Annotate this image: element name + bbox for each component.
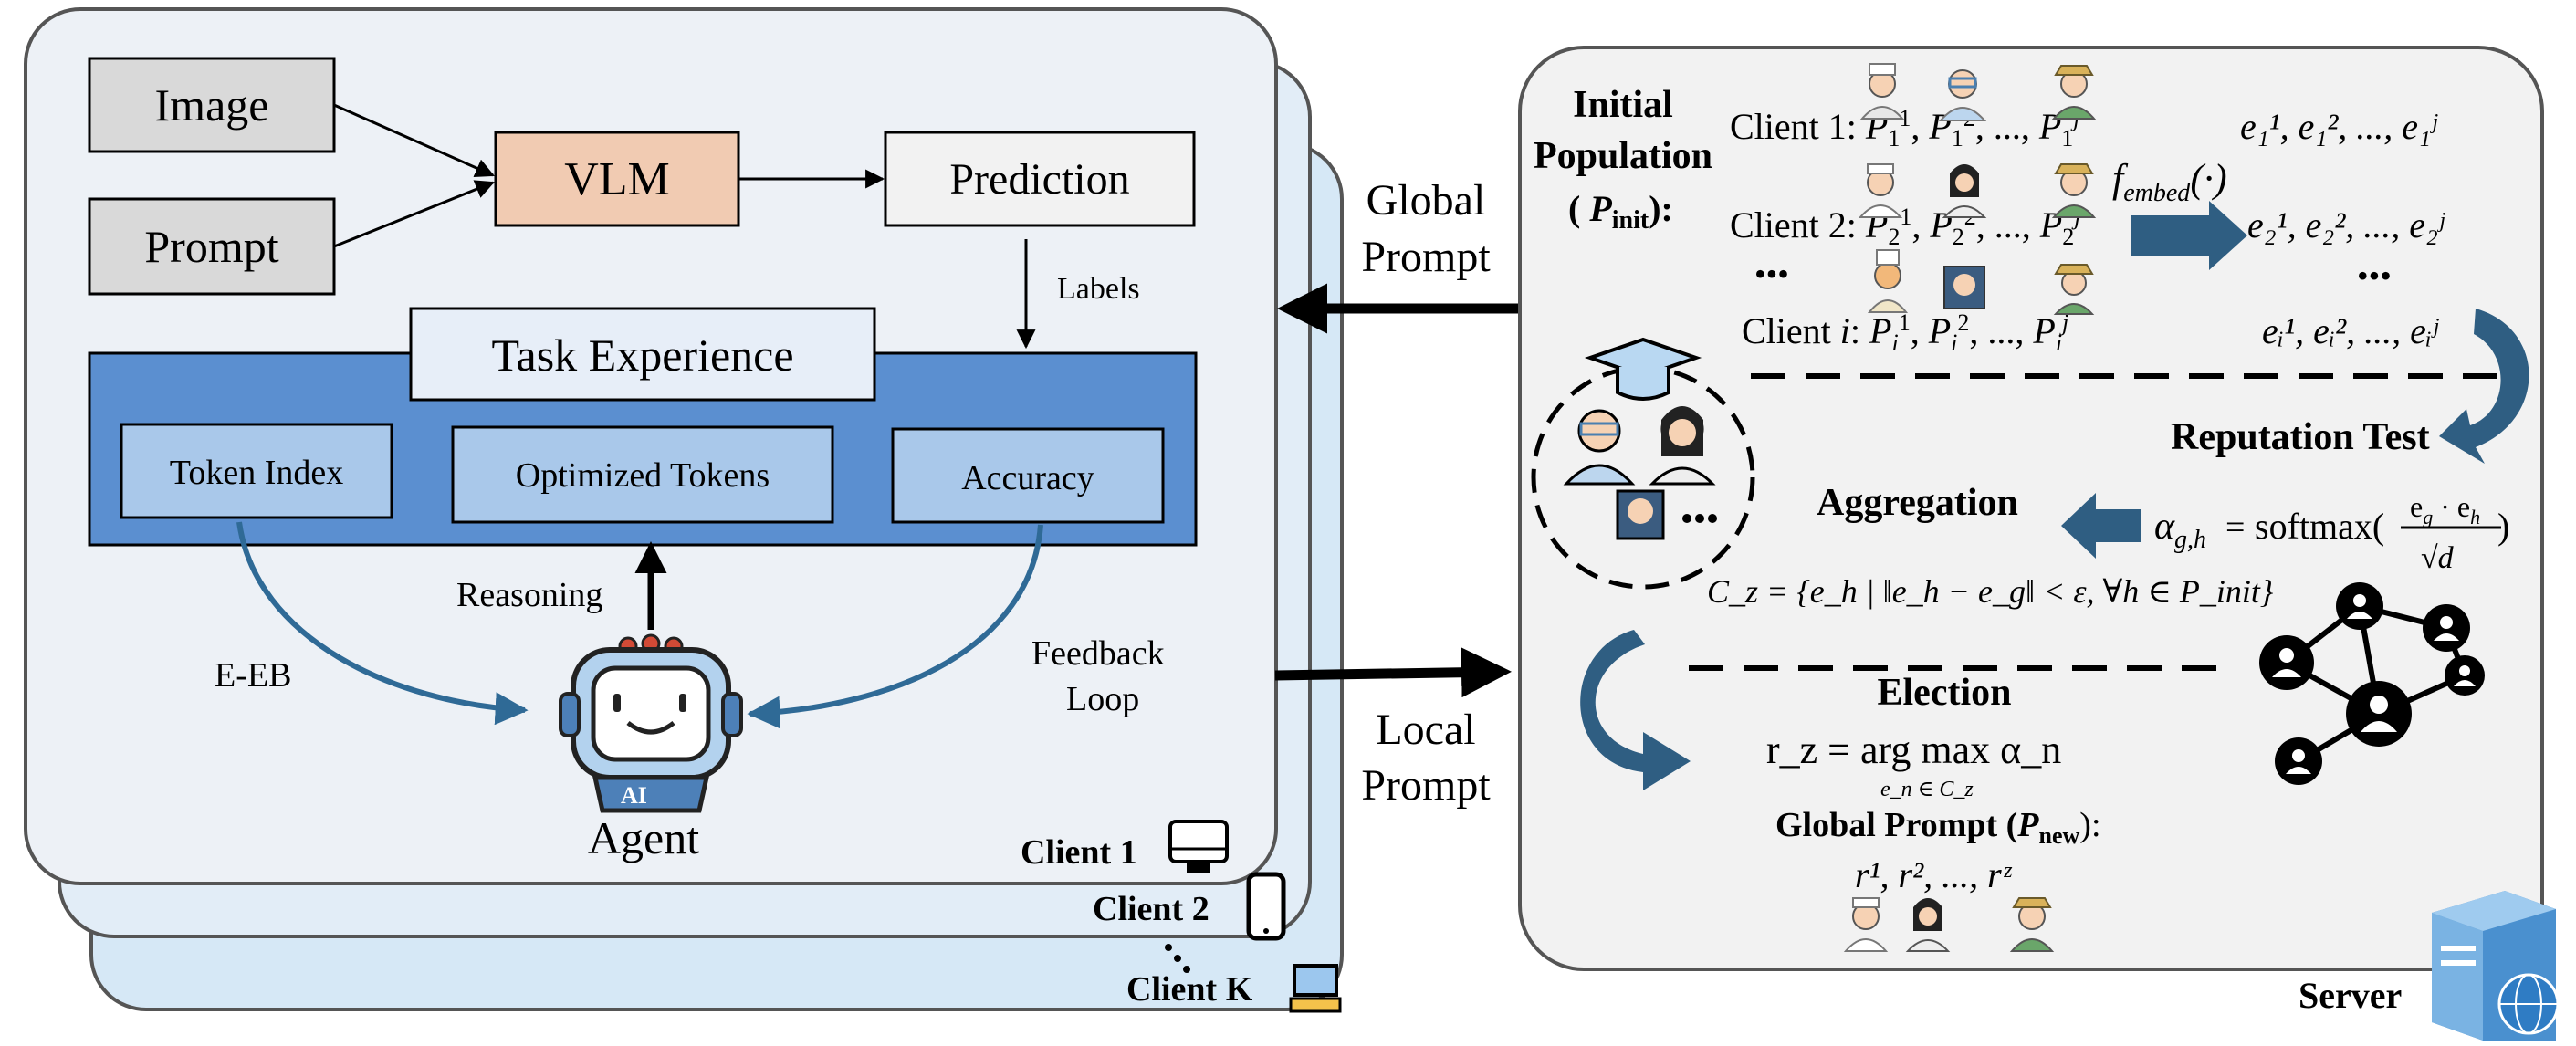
vlm-box: [494, 131, 740, 227]
local-prompt-label-2: Prompt: [1361, 761, 1491, 810]
prompt-box: [88, 197, 336, 296]
desktop-icon: [1168, 820, 1229, 873]
server-label: Server: [2299, 975, 2402, 1016]
client-1-label: Client 1: [1021, 833, 1137, 872]
initial-population-label-2: Population: [1534, 135, 1712, 177]
vertical-ellipsis: [1165, 944, 1190, 973]
prediction-label: Prediction: [949, 155, 1129, 204]
persona-icons: [1858, 63, 2097, 315]
computer-icon: [1289, 964, 1342, 1013]
phone-icon: [1246, 872, 1286, 941]
aggregation-arrow: [2061, 493, 2141, 559]
server-icon: [2432, 891, 2560, 1041]
embedding-row-1: e₁¹, e₁², ..., e₁ʲ: [2240, 106, 2438, 147]
global-prompt-label-2: Prompt: [1361, 233, 1491, 281]
accuracy-label: Accuracy: [961, 459, 1094, 497]
p-init-label: ( Pinit):: [1568, 188, 1673, 235]
expert-group-icon: [1531, 337, 1755, 590]
optimized-tokens-label: Optimized Tokens: [516, 456, 770, 495]
vlm-label: VLM: [564, 153, 670, 205]
svg-text:softmax(: softmax(: [2255, 506, 2384, 547]
f-embed-label: fembed(·): [2112, 156, 2227, 207]
client-k-label: Client K: [1126, 970, 1253, 1009]
prediction-box: [884, 131, 1196, 227]
client-2-label: Client 2: [1093, 890, 1209, 928]
client-rows-ellipsis: •••: [1754, 256, 1789, 292]
agent-label: Agent: [588, 812, 699, 863]
reasoning-label: Reasoning: [456, 576, 602, 614]
election-curve-arrow: [1580, 630, 1691, 790]
network-nodes: [2259, 582, 2485, 785]
loop-label: Loop: [1066, 680, 1139, 718]
eeb-curve-arrow: [236, 521, 529, 726]
reputation-test-label: Reputation Test: [2171, 416, 2430, 458]
agent-robot-icon: AI: [559, 633, 743, 813]
task-experience-title-box: [409, 307, 876, 402]
feedback-label: Feedback: [1031, 634, 1165, 673]
client-row-i: Client i: Pi1, Pi2, ..., Pij: [1742, 309, 2068, 356]
optimized-tokens-box: [451, 425, 834, 524]
aggregation-label: Aggregation: [1817, 482, 2018, 524]
embed-arrow: [2131, 201, 2247, 270]
alpha-formula: αg,h = softmax( eg · eh √d ): [2154, 490, 2509, 575]
global-prompt-label: Global: [1367, 176, 1486, 225]
token-index-label: Token Index: [170, 454, 343, 492]
prompt-label: Prompt: [144, 221, 278, 272]
result-persona-icons: [1843, 897, 2055, 952]
feedback-curve-arrow: [747, 524, 1043, 729]
client-row-1: Client 1: P11, P12, ..., P1j: [1730, 105, 2079, 152]
svg-text:AI: AI: [621, 782, 647, 809]
argmax-subscript: e_n ∈ C_z: [1880, 778, 1974, 801]
server-panel: [1518, 46, 2544, 971]
local-prompt-arrow: [1274, 647, 1512, 698]
cluster-formula: C_z = {e_h | ‖e_h − e_g‖ < ε, ∀h ∈ P_ini…: [1707, 573, 2274, 610]
prompt-to-vlm-arrow: [333, 180, 495, 248]
local-prompt-label: Local: [1376, 706, 1475, 754]
svg-text:): ): [2497, 506, 2509, 547]
embedding-row-i: eᵢ¹, eᵢ², ..., eᵢʲ: [2262, 310, 2439, 351]
token-index-box: [120, 423, 393, 519]
image-to-vlm-arrow: [333, 103, 495, 177]
task-experience-title: Task Experience: [491, 329, 793, 381]
svg-text:eg · eh: eg · eh: [2410, 490, 2480, 528]
global-prompt-new: Global Prompt (Pnew):: [1775, 806, 2101, 849]
reputation-curve-arrow: [2439, 309, 2529, 464]
accuracy-box: [891, 427, 1165, 524]
election-label: Election: [1878, 672, 2012, 714]
svg-text:√d: √d: [2421, 541, 2455, 575]
embedding-ellipsis: •••: [2357, 257, 2392, 294]
r-list: r¹, r², ..., rᶻ: [1855, 854, 2013, 895]
embedding-row-2: e₂¹, e₂², ..., e₂ʲ: [2247, 204, 2445, 246]
svg-text:=: =: [2225, 508, 2245, 547]
argmax-formula: r_z = arg max α_n: [1766, 727, 2061, 772]
eeb-label: E-EB: [215, 656, 291, 695]
labels-text: Labels: [1057, 272, 1140, 306]
initial-population-label: Initial: [1573, 84, 1673, 126]
image-label: Image: [155, 79, 269, 131]
